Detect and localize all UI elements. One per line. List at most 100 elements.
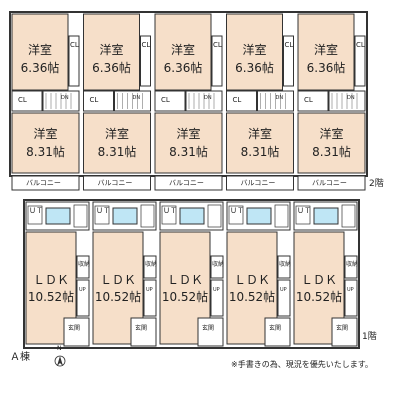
room-8-31 bbox=[154, 112, 223, 174]
room-b-label: 洋室 bbox=[104, 127, 129, 141]
ldk-size: 10.52帖 bbox=[27, 290, 75, 304]
ut-room bbox=[313, 207, 339, 225]
stair-lower bbox=[277, 279, 291, 317]
ut-room bbox=[45, 207, 71, 225]
room-b-size: 8.31帖 bbox=[97, 145, 137, 159]
ut-room bbox=[246, 207, 272, 225]
room-a-size: 6.36帖 bbox=[163, 61, 203, 75]
stair-lower bbox=[344, 279, 358, 317]
building-label: Ａ棟 bbox=[10, 352, 30, 363]
closet-label: CL bbox=[18, 96, 27, 104]
storage bbox=[210, 255, 224, 279]
room-a-size: 6.36帖 bbox=[20, 61, 60, 75]
room-8-31 bbox=[226, 112, 294, 174]
closet-side-label: CL bbox=[141, 41, 151, 49]
floor-label-2f: 2階 bbox=[369, 179, 384, 189]
room-a-label: 洋室 bbox=[242, 43, 267, 57]
ldk-label: ＬＤＫ bbox=[166, 273, 203, 287]
balcony bbox=[83, 175, 151, 191]
entrance-label: 玄関 bbox=[336, 325, 349, 332]
closet-bottom bbox=[297, 90, 329, 112]
closet-side-label: CL bbox=[70, 41, 79, 49]
storage-label: 収納 bbox=[279, 261, 292, 268]
closet-label: CL bbox=[232, 96, 242, 104]
room-b-size: 8.31帖 bbox=[26, 145, 65, 159]
room-a-size: 6.36帖 bbox=[235, 61, 274, 75]
lower-floor-plan bbox=[23, 199, 360, 349]
compass-icon bbox=[54, 355, 66, 367]
storage-label: 収納 bbox=[145, 261, 158, 268]
dn-mark: DN bbox=[132, 95, 141, 101]
balcony bbox=[297, 175, 366, 191]
up-mark: UP bbox=[280, 287, 287, 293]
entrance bbox=[264, 317, 291, 347]
up-mark: UP bbox=[347, 287, 354, 293]
balcony-label: バルコニー bbox=[97, 179, 133, 187]
room-a-label: 洋室 bbox=[27, 43, 52, 57]
stair-lower bbox=[143, 279, 157, 317]
balcony-label: バルコニー bbox=[26, 179, 61, 187]
storage bbox=[143, 255, 157, 279]
entrance bbox=[197, 317, 224, 347]
bathtub bbox=[73, 204, 88, 228]
bathtub bbox=[274, 204, 289, 228]
up-mark: UP bbox=[213, 287, 220, 293]
closet-side-label: CL bbox=[213, 41, 222, 49]
washbasin bbox=[295, 205, 311, 225]
washbasin bbox=[94, 205, 110, 225]
washbasin bbox=[161, 205, 177, 225]
bathtub bbox=[341, 204, 356, 228]
closet-side bbox=[68, 35, 80, 87]
bath-label: ＵＴ bbox=[297, 207, 311, 215]
ldk-label: ＬＤＫ bbox=[99, 273, 136, 287]
room-a-label: 洋室 bbox=[170, 43, 195, 57]
ldk-size: 10.52帖 bbox=[94, 290, 142, 304]
ut-room bbox=[112, 207, 138, 225]
ldk-label: ＬＤＫ bbox=[233, 273, 270, 287]
closet-label: CL bbox=[89, 96, 99, 104]
entrance-label: 玄関 bbox=[269, 325, 282, 332]
upper-floor-plan bbox=[9, 11, 368, 191]
ldk-label: ＬＤＫ bbox=[32, 273, 69, 287]
ldk-size: 10.52帖 bbox=[161, 290, 209, 304]
closet-label: CL bbox=[304, 96, 313, 104]
stair-lower bbox=[210, 279, 224, 317]
entrance bbox=[63, 317, 90, 347]
room-6-36 bbox=[226, 13, 283, 91]
stair-lower bbox=[76, 279, 90, 317]
closet-label: CL bbox=[161, 96, 170, 104]
bathtub bbox=[207, 204, 222, 228]
room-a-label: 洋室 bbox=[99, 43, 124, 57]
closet-bottom bbox=[226, 90, 257, 112]
room-b-label: 洋室 bbox=[176, 127, 201, 141]
ldk-label: ＬＤＫ bbox=[300, 273, 337, 287]
storage-label: 収納 bbox=[212, 261, 225, 268]
closet-side bbox=[354, 35, 366, 87]
entrance bbox=[130, 317, 157, 347]
balcony bbox=[226, 175, 294, 191]
room-8-31 bbox=[83, 112, 151, 174]
dn-mark: DN bbox=[275, 95, 284, 101]
room-b-size: 8.31帖 bbox=[312, 145, 351, 159]
room-a-size: 6.36帖 bbox=[92, 61, 131, 75]
ut-room bbox=[179, 207, 205, 225]
room-6-36 bbox=[83, 13, 140, 91]
room-b-label: 洋室 bbox=[33, 127, 58, 141]
bath-label: ＵＴ bbox=[163, 207, 177, 215]
balcony-label: バルコニー bbox=[312, 179, 347, 187]
balcony bbox=[154, 175, 223, 191]
up-mark: UP bbox=[146, 287, 153, 293]
washbasin bbox=[228, 205, 244, 225]
storage bbox=[344, 255, 358, 279]
room-6-36 bbox=[297, 13, 355, 91]
bathtub bbox=[140, 204, 155, 228]
storage-label: 収納 bbox=[346, 261, 359, 268]
ldk-size: 10.52帖 bbox=[295, 290, 343, 304]
disclaimer-note: ※手書きの為、現況を優先いたします。 bbox=[231, 360, 373, 369]
bath-label: ＵＴ bbox=[96, 207, 110, 215]
entrance-label: 玄関 bbox=[135, 325, 148, 332]
entrance-label: 玄関 bbox=[68, 325, 81, 332]
closet-side-label: CL bbox=[356, 41, 365, 49]
room-6-36 bbox=[154, 13, 212, 91]
